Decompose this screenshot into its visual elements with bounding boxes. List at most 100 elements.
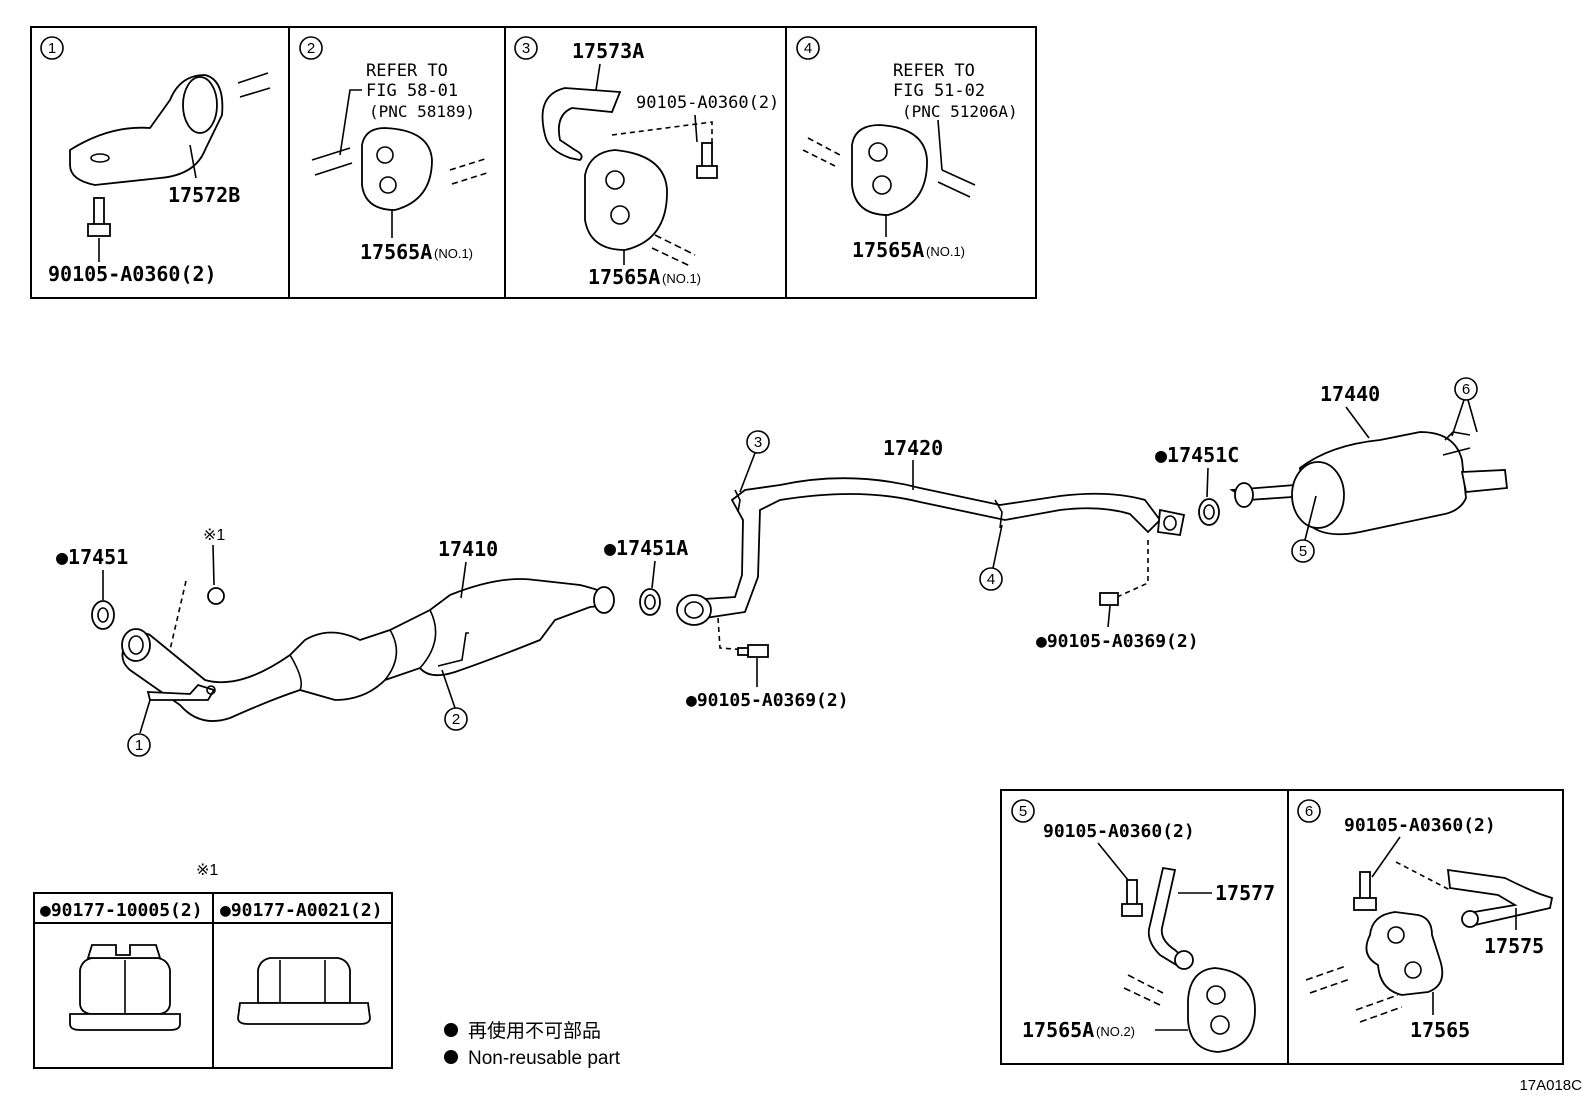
refer-line-1: REFER TO	[893, 61, 975, 81]
bolt-dashed-line	[611, 121, 713, 150]
leader-line	[139, 699, 151, 734]
pipe-flange-hole	[684, 601, 704, 619]
nut-right-text: 90177-A0021(2)	[231, 900, 383, 921]
pipe-flange	[593, 586, 615, 614]
refer-line-2: FIG 51-02	[893, 81, 985, 101]
bolt-label-text: 90105-A0369(2)	[697, 690, 849, 711]
nut-left-text: 90177-10005(2)	[51, 900, 203, 921]
part-17451a-label: ●17451A	[604, 536, 688, 560]
legend-japanese: 再使用不可部品	[468, 1020, 601, 1042]
hanger-rods	[734, 489, 1003, 529]
legend-bullet	[444, 1050, 458, 1064]
bolt-dashed-line	[1395, 861, 1451, 891]
bolt-head	[1121, 903, 1143, 917]
leader-line	[339, 89, 362, 156]
part-17565a-label: 17565A	[588, 265, 660, 289]
leader-line	[595, 63, 601, 91]
hanger-rod	[1123, 974, 1164, 1006]
part-note: (NO.1)	[926, 244, 965, 259]
gasket-17451	[91, 600, 115, 630]
muffler-end	[1291, 461, 1345, 529]
nut-icon	[207, 587, 225, 605]
hanger-end	[1174, 950, 1194, 970]
leader-line	[739, 452, 756, 493]
gasket-hole	[644, 594, 656, 610]
part-90105-label: 90105-A0360(2)	[48, 262, 217, 286]
panel-6: 6 90105-A0360(2) 17575 17565	[1297, 799, 1554, 1042]
nut-flange	[237, 1002, 371, 1025]
part-90105-label: 90105-A0360(2)	[1344, 815, 1496, 836]
mount-hole	[605, 170, 625, 190]
part-17420-label: 17420	[883, 436, 943, 460]
bolt-head	[87, 223, 111, 237]
part-17451c-text: 17451C	[1167, 443, 1239, 467]
bolt-label: ●90105-A0369(2)	[686, 690, 849, 711]
hanger-17575	[1446, 868, 1554, 927]
nut-table: ※1 ●90177-10005(2) ●90177-A0021(2)	[33, 862, 393, 1069]
part-17451a-text: 17451A	[616, 536, 688, 560]
part-17573a-label: 17573A	[572, 39, 644, 63]
panel-1: 1 17572B 90105-A0360(2)	[40, 36, 271, 286]
mount-hole	[376, 146, 394, 164]
pipe-flange	[676, 594, 712, 626]
legend-bullet	[444, 1023, 458, 1037]
legend-english: Non-reusable part	[468, 1048, 621, 1069]
rubber-mount-17565a	[1187, 967, 1256, 1053]
tail-pipe-flange	[1234, 482, 1254, 508]
part-17451-label: ●17451	[56, 545, 128, 569]
hanger-rod	[1305, 965, 1351, 994]
leader-line	[1345, 406, 1370, 439]
pipe-inlet	[121, 628, 151, 662]
bolt-icon	[1359, 871, 1371, 901]
part-17565a-label: 17565A	[1022, 1018, 1094, 1042]
leader-line	[1304, 495, 1317, 541]
converter-seams	[289, 609, 437, 691]
leader-line	[460, 561, 467, 599]
hanger-rod	[651, 234, 696, 267]
hanger-rod	[437, 632, 469, 667]
nut-left-label: ●90177-10005(2)	[40, 900, 203, 921]
bolt-dashed-line	[1116, 540, 1149, 598]
gasket-hole	[97, 607, 109, 623]
hanger-rod	[311, 147, 353, 176]
top-panels-frame	[30, 26, 1037, 299]
part-17577-label: 17577	[1215, 881, 1275, 905]
bottom-panels	[1000, 789, 1564, 1065]
callout-number: 2	[452, 711, 460, 728]
part-17440-label: 17440	[1320, 382, 1380, 406]
bolt-icon	[701, 142, 713, 168]
top-panels	[30, 26, 1037, 299]
hanger-rod	[937, 169, 976, 198]
refer-line-3: (PNC 58189)	[369, 102, 475, 121]
part-note: (NO.2)	[1096, 1024, 1135, 1039]
part-17451c-label: ●17451C	[1155, 443, 1239, 467]
nut-table-note: ※1	[196, 862, 218, 879]
part-17565a-label: 17565A	[360, 240, 432, 264]
nut-dashed-line	[169, 580, 187, 651]
leader-line	[992, 524, 1003, 569]
bracket-ring	[182, 76, 218, 134]
callout-number: 1	[135, 737, 143, 754]
hanger-rod	[237, 72, 271, 98]
callout-circle	[299, 36, 323, 60]
panel-2: 2 REFER TO FIG 58-01 (PNC 58189) 17565A …	[299, 36, 491, 264]
bracket-hole	[206, 685, 216, 695]
rubber-mount-17565a	[584, 149, 668, 251]
callout-circle	[1297, 799, 1321, 823]
bolt-label-text: 90105-A0369(2)	[1047, 631, 1199, 652]
bolt-icon	[1126, 879, 1138, 907]
mount-hole	[868, 142, 888, 162]
refer-line-1: REFER TO	[366, 61, 448, 81]
panel-number: 4	[804, 40, 812, 57]
bolt-icon	[747, 644, 769, 658]
hanger-17573a	[541, 87, 622, 161]
bottom-panels-frame	[1000, 789, 1564, 1065]
bolt-dashed-line	[717, 617, 749, 651]
pipe-inlet-hole	[128, 635, 144, 655]
hanger-rod	[802, 137, 841, 167]
callout-number: 3	[754, 434, 762, 451]
callout-circle	[514, 36, 538, 60]
callout-circle	[1454, 377, 1478, 401]
gasket-17451c	[1198, 498, 1220, 526]
callout-circle	[127, 733, 151, 757]
